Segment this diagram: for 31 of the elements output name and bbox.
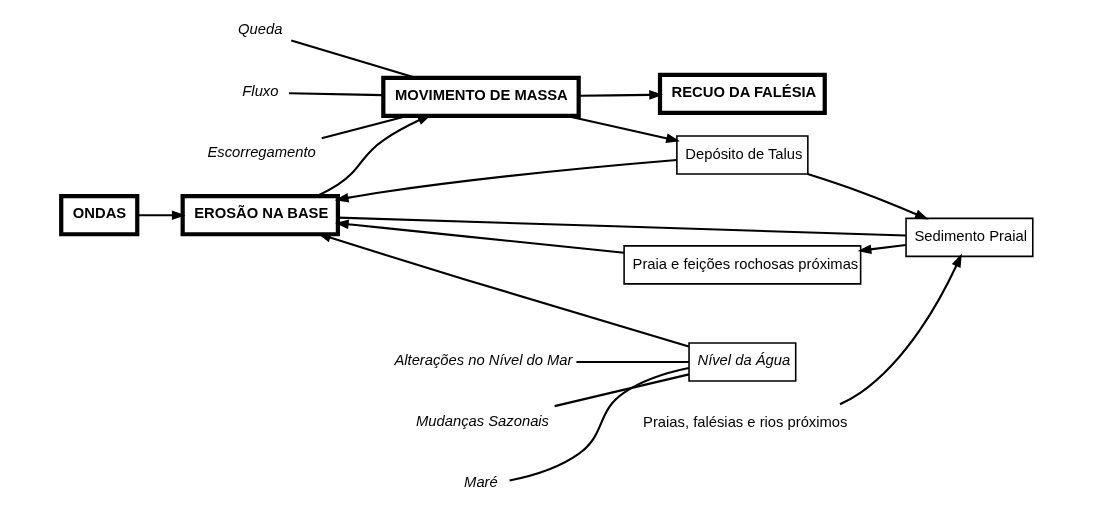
node-box: EROSÃO NA BASE bbox=[180, 194, 340, 237]
node-box: Depósito de Talus bbox=[675, 135, 809, 175]
connector bbox=[337, 216, 906, 237]
node-box: Praia e feições rochosas próximas bbox=[622, 245, 861, 285]
node-box: MOVIMENTO DE MASSA bbox=[380, 75, 581, 119]
arrow bbox=[137, 210, 186, 221]
node-text: Queda bbox=[237, 21, 282, 38]
connector bbox=[508, 366, 689, 482]
node-text: Mudanças Sazonais bbox=[415, 413, 549, 430]
arrow bbox=[334, 158, 677, 203]
arrow bbox=[839, 253, 962, 406]
connector bbox=[575, 360, 689, 364]
arrow bbox=[334, 219, 624, 254]
node-box: Nível da Água bbox=[687, 342, 796, 382]
node-box: ONDAS bbox=[58, 194, 139, 237]
connector bbox=[288, 92, 383, 97]
node-text: Praias, falésias e rios próximos bbox=[642, 414, 847, 431]
node-text: Maré bbox=[463, 474, 498, 491]
arrow bbox=[315, 114, 431, 198]
arrow bbox=[857, 244, 906, 255]
arrow bbox=[578, 90, 663, 100]
connector bbox=[553, 373, 689, 408]
arrow bbox=[806, 173, 929, 220]
node-text: Fluxo bbox=[241, 82, 278, 99]
node-text: Alterações no Nível do Mar bbox=[393, 351, 572, 368]
node-box: Sedimento Praial bbox=[904, 217, 1034, 258]
node-box: RECUO DA FALÉSIA bbox=[657, 72, 827, 115]
connector bbox=[290, 39, 417, 79]
connector bbox=[320, 114, 407, 140]
node-text: Escorregamento bbox=[206, 143, 316, 160]
arrow bbox=[566, 114, 680, 143]
